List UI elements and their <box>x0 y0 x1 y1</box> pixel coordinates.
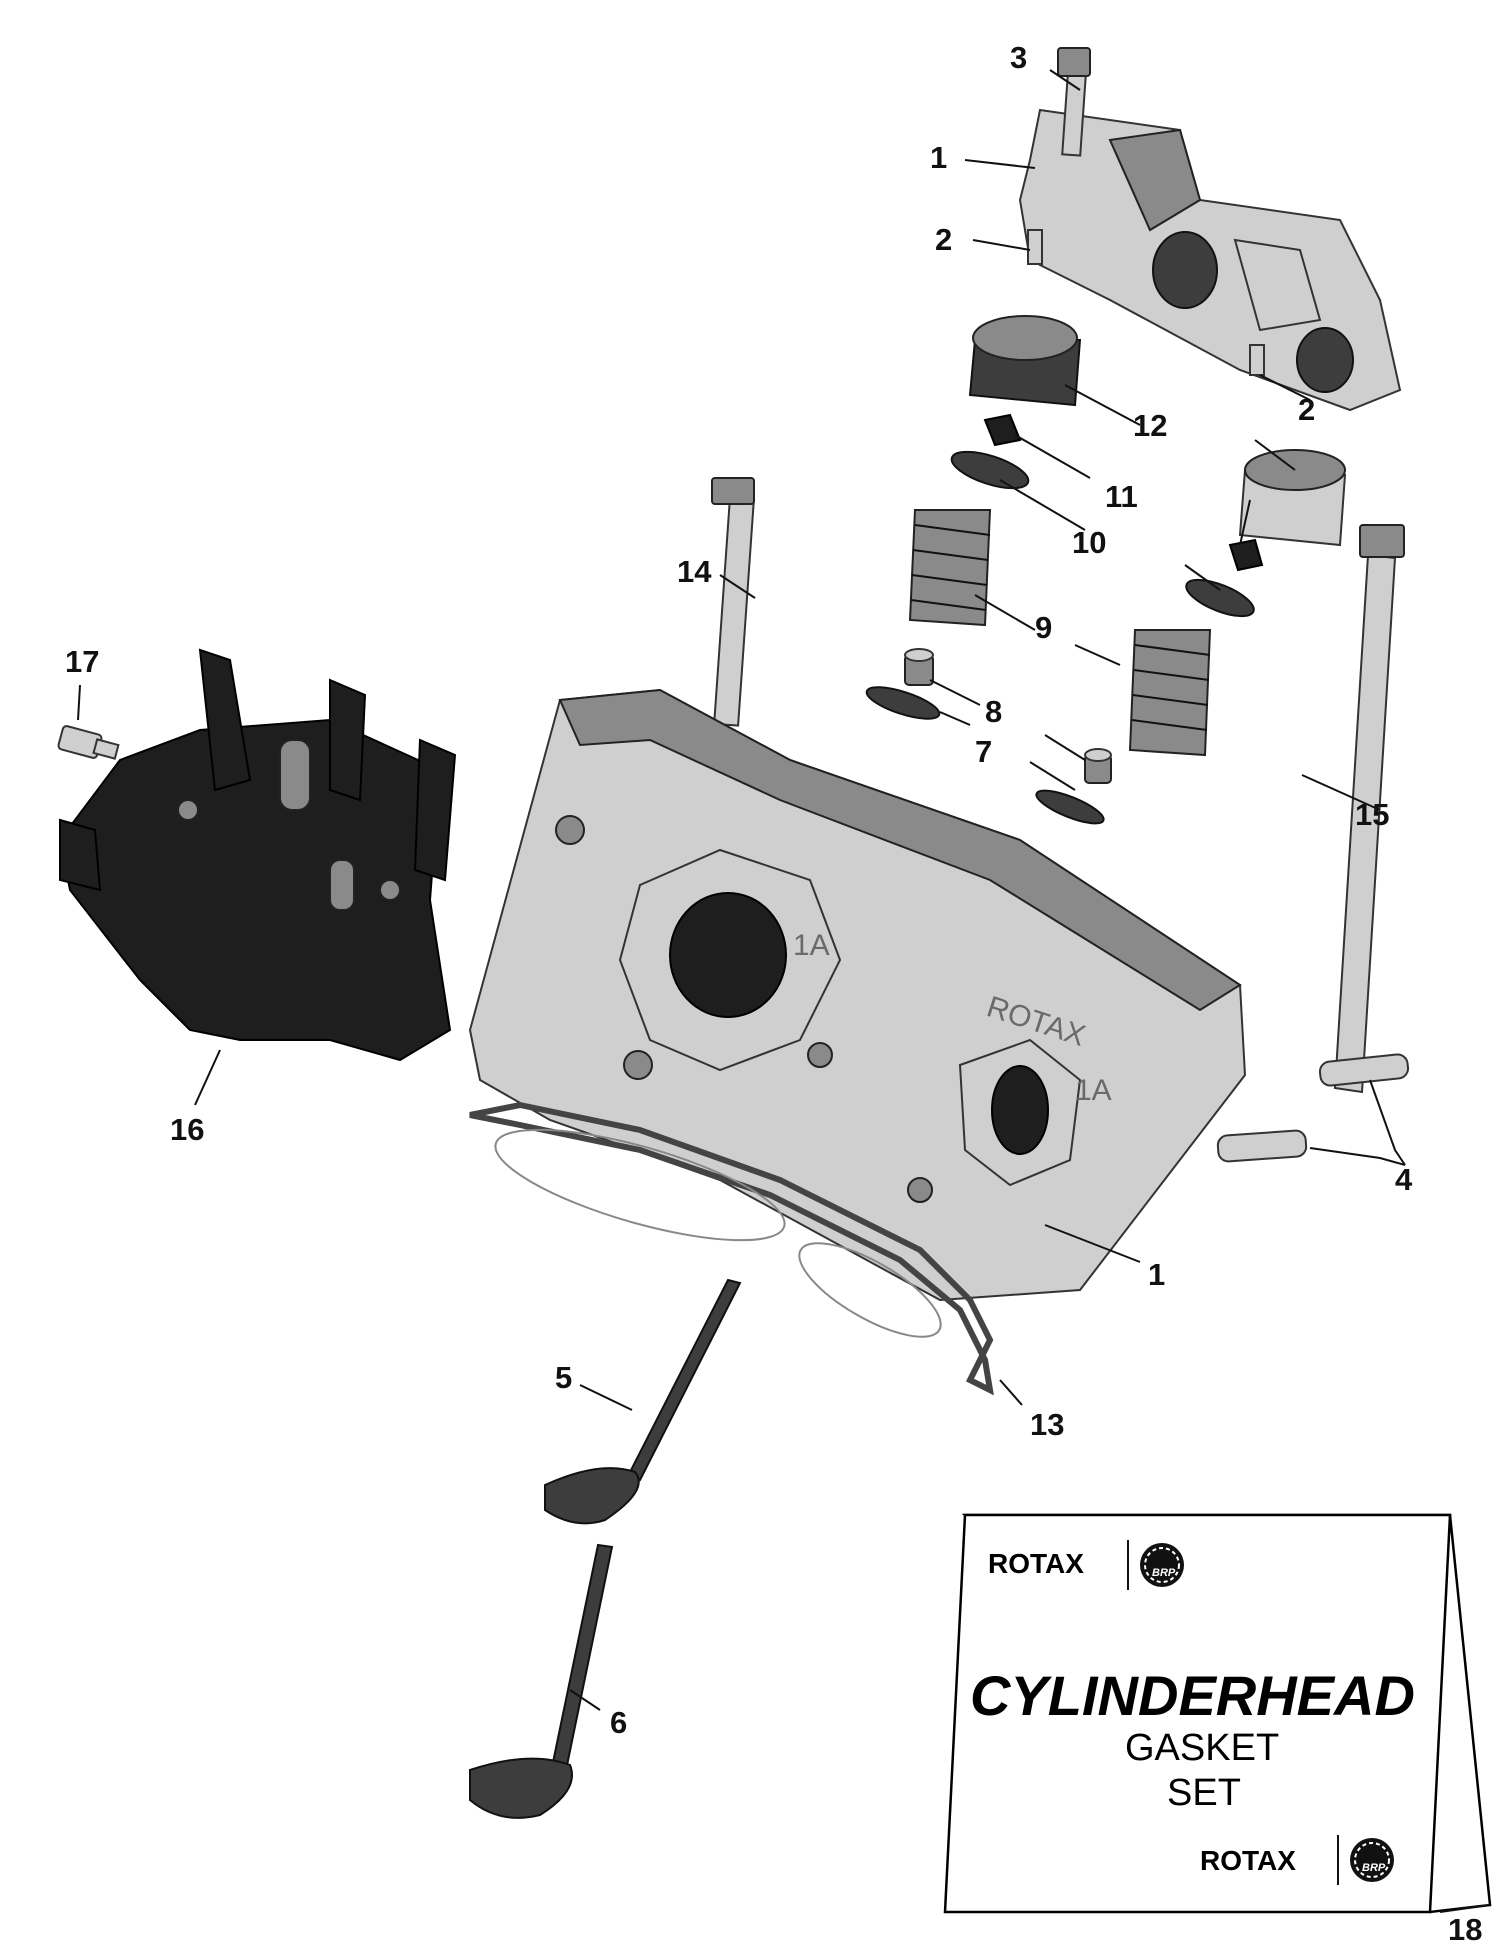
camshaft-cap-part-1 <box>1018 108 1402 412</box>
box-title: CYLINDERHEAD <box>970 1664 1415 1727</box>
cap-bolt-part-3 <box>1057 47 1091 157</box>
valve-part-5 <box>544 1278 742 1525</box>
box-brand-top: ROTAX <box>988 1548 1084 1579</box>
callout-7: 7 <box>975 734 992 769</box>
dowel-pin-part-2a <box>1027 229 1043 265</box>
dowel-pin-part-2b <box>1249 344 1265 376</box>
valve-stem-seal-part-8a <box>904 648 934 686</box>
brp-logo-bottom-icon: BRP <box>1350 1838 1394 1882</box>
callout-numbers: 3 1 2 2 12 11 10 14 9 17 8 7 15 16 4 1 5… <box>65 40 1482 1945</box>
callout-4: 4 <box>1395 1162 1413 1197</box>
valve-stem-seal-part-8b <box>1084 748 1112 784</box>
spring-retainer-part-10a <box>950 450 1030 490</box>
callout-11: 11 <box>1105 479 1138 514</box>
gasket-kit-box-part-18: ROTAX BRP CYLINDERHEAD GASKET SET ROTAX … <box>943 1513 1492 1914</box>
cylinder-head-part-1: ROTAX 1A 1A <box>468 688 1247 1302</box>
spring-seat-part-7b <box>1035 789 1105 825</box>
callout-13: 13 <box>1030 1407 1064 1442</box>
box-brand-bottom: ROTAX <box>1200 1845 1296 1876</box>
callout-1-head: 1 <box>1148 1257 1165 1292</box>
valve-keeper-part-11b <box>1228 538 1264 572</box>
callout-3: 3 <box>1010 40 1027 75</box>
tappet-bucket-part-12b <box>1238 449 1347 547</box>
valve-spring-part-9a <box>908 509 992 627</box>
callout-8: 8 <box>985 694 1002 729</box>
tappet-bucket-part-12a <box>968 315 1082 407</box>
callout-16: 16 <box>170 1112 204 1147</box>
box-line-set: SET <box>1167 1772 1241 1814</box>
callout-6: 6 <box>610 1705 627 1740</box>
brp-badge-top: BRP <box>1152 1567 1176 1579</box>
port-mark-a: 1A <box>793 929 830 962</box>
valve-part-6 <box>469 1543 614 1819</box>
dowel-pin-part-4a <box>1318 1053 1410 1087</box>
callout-10: 10 <box>1072 525 1106 560</box>
head-bolt-part-15 <box>1333 524 1405 1094</box>
head-gasket-part-13 <box>469 1101 994 1396</box>
brp-badge-bottom: BRP <box>1362 1862 1386 1874</box>
callout-17: 17 <box>65 644 99 679</box>
spring-seat-part-7a <box>865 686 941 720</box>
callout-2-right: 2 <box>1298 392 1315 427</box>
callout-9: 9 <box>1035 610 1052 645</box>
callout-5: 5 <box>555 1360 572 1395</box>
valve-spring-part-9b <box>1128 629 1212 757</box>
valve-keeper-part-11a <box>983 413 1022 447</box>
brp-logo-top-icon: BRP <box>1140 1543 1184 1587</box>
screw-part-17 <box>57 725 120 760</box>
dowel-pin-part-4b <box>1216 1129 1308 1163</box>
port-mark-b: 1A <box>1075 1074 1112 1107</box>
callout-18: 18 <box>1448 1912 1482 1945</box>
spring-retainer-part-10b <box>1185 578 1255 618</box>
callout-15: 15 <box>1355 797 1389 832</box>
box-line-gasket: GASKET <box>1125 1727 1279 1769</box>
callout-14: 14 <box>677 554 712 589</box>
callout-2-left: 2 <box>935 222 952 257</box>
leader-lines <box>77 69 1406 1711</box>
bracket-part-16 <box>58 648 457 1062</box>
head-bolt-part-14 <box>711 477 755 727</box>
callout-12: 12 <box>1133 408 1167 443</box>
callout-1-cap: 1 <box>930 140 947 175</box>
